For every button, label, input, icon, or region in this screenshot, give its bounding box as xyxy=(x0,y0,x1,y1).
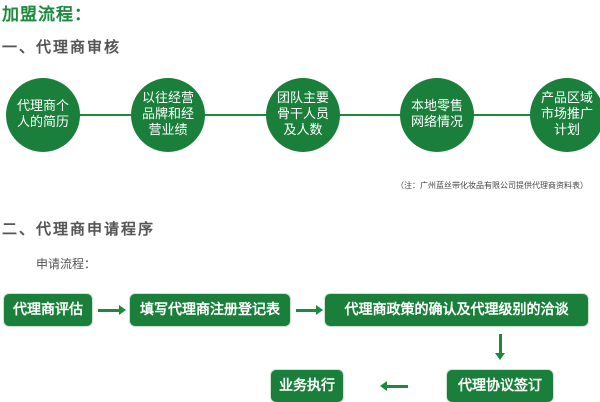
audit-step-5: 产品区域市场推广计划 xyxy=(530,78,600,152)
flow-step-negotiate: 代理商政策的确认及代理级别的洽谈 xyxy=(325,294,588,326)
flow-step-sign: 代理协议签订 xyxy=(447,370,553,402)
audit-step-3: 团队主要骨干人员及人数 xyxy=(266,78,340,152)
arrow-left-icon xyxy=(380,381,408,391)
flow-step-register: 填写代理商注册登记表 xyxy=(130,294,290,326)
arrow-right-icon xyxy=(98,305,126,315)
note: （注：广州蓝丝带化妆品有限公司提供代理商资料表） xyxy=(396,181,588,190)
section1-heading: 一、代理商审核 xyxy=(2,38,122,56)
flow-step-execute: 业务执行 xyxy=(271,370,343,402)
audit-step-4: 本地零售网络情况 xyxy=(400,78,474,152)
sub-heading: 申请流程： xyxy=(36,257,97,271)
audit-step-2: 以往经营品牌和经营业绩 xyxy=(131,78,205,152)
arrow-down-icon xyxy=(495,334,505,360)
audit-step-1: 代理商个人的简历 xyxy=(6,78,80,152)
page-title: 加盟流程： xyxy=(2,5,92,25)
section2-heading: 二、代理商申请程序 xyxy=(2,220,156,238)
arrow-right-icon xyxy=(296,305,323,315)
flow-step-evaluate: 代理商评估 xyxy=(4,294,92,326)
